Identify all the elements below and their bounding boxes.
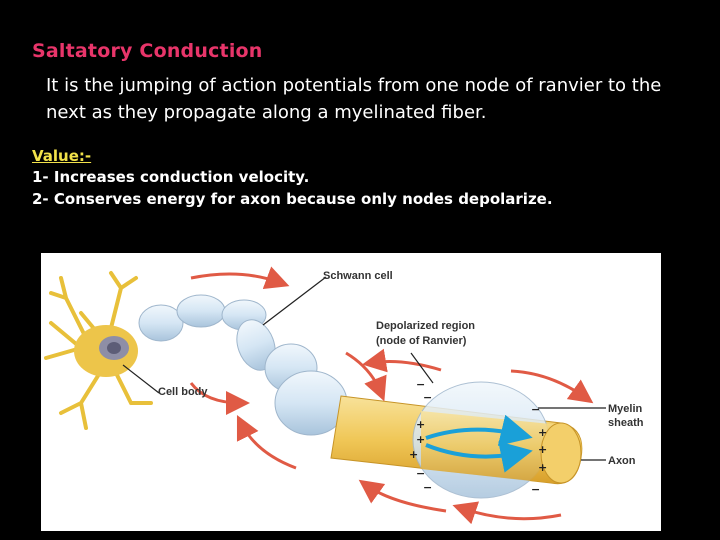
axon-shape: [330, 381, 583, 499]
cell-body-label: Cell body: [158, 386, 208, 398]
svg-text:−: −: [531, 483, 540, 496]
node-of-ranvier-label: (node of Ranvier): [376, 335, 467, 347]
sheath-label: sheath: [608, 417, 644, 429]
svg-text:+: +: [538, 426, 547, 439]
svg-text:+: +: [538, 461, 547, 474]
value-item: 2- Conserves energy for axon because onl…: [32, 190, 553, 208]
svg-text:−: −: [531, 403, 540, 416]
value-heading: Value:-: [32, 147, 92, 165]
svg-text:+: +: [416, 418, 425, 431]
cell-body-shape: [44, 271, 153, 430]
leader-lines: [122, 276, 606, 461]
svg-text:+: +: [416, 433, 425, 446]
value-item: 1- Increases conduction velocity.: [32, 168, 310, 186]
svg-text:+: +: [409, 448, 418, 461]
current-arrows: [189, 266, 594, 525]
svg-text:−: −: [423, 391, 432, 404]
svg-text:−: −: [416, 378, 425, 391]
depolarized-region-label: Depolarized region: [376, 320, 475, 332]
svg-text:−: −: [423, 481, 432, 494]
axon-label: Axon: [608, 455, 636, 467]
slide-description: It is the jumping of action potentials f…: [46, 75, 662, 123]
svg-text:+: +: [538, 443, 547, 456]
slide-title: Saltatory Conduction: [32, 40, 263, 62]
schwann-cell-label: Schwann cell: [323, 270, 393, 282]
myelin-segments: [138, 294, 348, 436]
flow-arrows: [425, 414, 533, 473]
neuron-diagram: −−++ +−− +++ −− Schwann cell Depolarized…: [41, 253, 661, 531]
svg-text:−: −: [416, 467, 425, 480]
charge-signs: −−++ +−− +++ −−: [409, 378, 547, 496]
myelin-label: Myelin: [608, 403, 643, 415]
